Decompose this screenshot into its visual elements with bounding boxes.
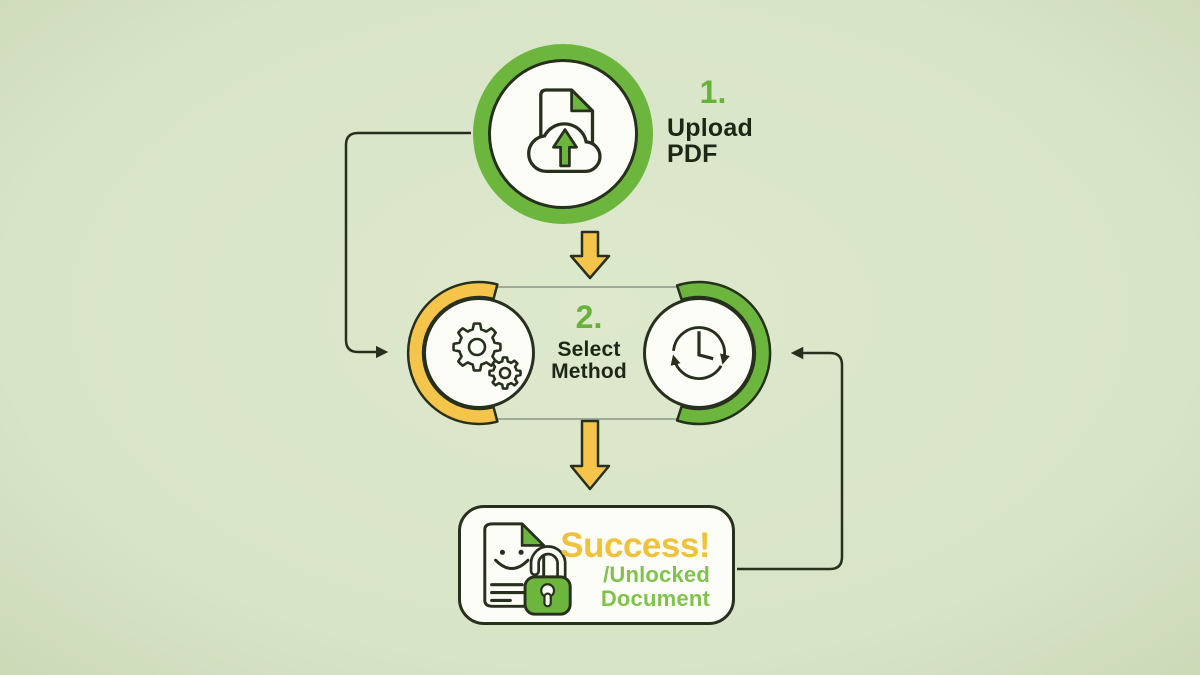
step1-label-block: 1. Upload PDF: [667, 76, 759, 167]
result-card: Success! /Unlocked Document: [458, 505, 735, 625]
gear-large-hole: [467, 337, 487, 357]
success-subtitle-line1: /Unlocked: [603, 562, 710, 587]
step1-label-line1: Upload: [667, 114, 753, 142]
document-fold: [570, 88, 594, 113]
padlock-shackle: [532, 547, 564, 582]
connector-result-to-step2: [737, 346, 844, 571]
face-eye-left: [499, 549, 506, 555]
step1-number: 1.: [699, 74, 727, 110]
result-document-fold: [520, 522, 545, 547]
keyhole-stem: [543, 592, 552, 608]
result-label-block: Success! /Unlocked Document: [560, 528, 710, 610]
face-smile: [494, 558, 530, 570]
clock-hands: [697, 331, 714, 361]
document-text-lines: [490, 583, 528, 603]
flow-arrow-down-2: [569, 419, 611, 491]
step1-label-line2: PDF: [667, 140, 718, 168]
gears-icon: [452, 322, 522, 390]
clock-arc-bottom: [670, 354, 723, 380]
flow-arrow-down-1: [569, 230, 611, 280]
clock-arc-top: [672, 326, 730, 365]
step1-circle-inner: [488, 59, 638, 209]
history-clock-icon: [670, 326, 730, 380]
step2-number: 2.: [575, 299, 603, 335]
unlocked-document-icon: [483, 522, 572, 616]
step2-label-block: 2. Select Method: [539, 301, 639, 384]
step2-method-circle: [423, 297, 535, 409]
face-eye-right: [518, 549, 524, 555]
gear-small-hole: [498, 366, 512, 380]
step1-circle: [473, 44, 653, 224]
success-title: Success!: [560, 526, 710, 565]
connector-step1-to-step2: [344, 131, 471, 359]
cloud-upload-icon: [527, 88, 602, 174]
step2-history-circle: [643, 297, 755, 409]
step2-label-line1: Select: [557, 338, 621, 361]
success-subtitle-line2: Document: [600, 585, 710, 611]
step2-label-line2: Method: [551, 360, 627, 384]
upload-arrow: [552, 128, 578, 168]
